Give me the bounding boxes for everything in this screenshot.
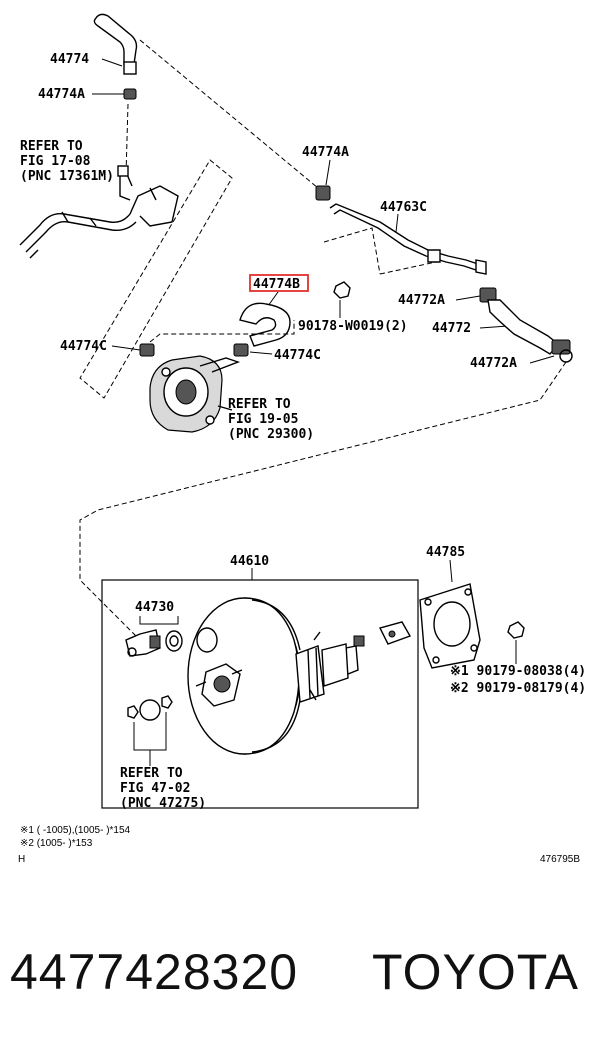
seal-ring[interactable] (127, 695, 173, 721)
refer-1708-line1: REFER TO (20, 139, 83, 154)
label-44774c-left: 44774C (60, 339, 107, 354)
refer-1905-line1: REFER TO (228, 397, 291, 412)
pipe-44763c[interactable] (329, 203, 487, 275)
label-44610: 44610 (230, 554, 269, 569)
parts-diagram: 44774 44774A REFER TO FIG 17-08 (PNC 173… (18, 13, 586, 865)
label-90178: 90178-W0019(2) (298, 319, 408, 334)
clip-44772a-bottom[interactable] (551, 339, 573, 363)
grommet[interactable] (165, 630, 183, 652)
bolt-90178-w0019[interactable] (333, 281, 351, 299)
label-44772a-bottom: 44772A (470, 356, 517, 371)
refer-4702-line1: REFER TO (120, 766, 183, 781)
intake-pipe-assembly[interactable] (19, 165, 179, 259)
part-number: 4477428320 (10, 944, 299, 1000)
clip-44774c-right[interactable] (233, 343, 249, 357)
highlight-44774b (249, 274, 309, 292)
label-44730: 44730 (135, 600, 174, 615)
diagram-id: 476795B (540, 854, 580, 865)
refer-1905-line2: FIG 19-05 (228, 412, 298, 427)
label-bolt-2: ※2 90179-08179(4) (450, 681, 586, 696)
label-44774b[interactable]: 44774B (253, 277, 300, 292)
check-valve-44730[interactable] (125, 629, 161, 657)
booster-assembly-box (101, 579, 419, 809)
corner-mark: H (18, 854, 25, 865)
hose-44774b[interactable] (239, 302, 291, 347)
hose-44774[interactable] (93, 13, 138, 75)
note-1: ※1 ( -1005),(1005- )*154 (20, 825, 131, 836)
brake-booster[interactable] (187, 597, 365, 755)
clip-44774c-left[interactable] (139, 343, 155, 357)
note-2: ※2 (1005- )*153 (20, 838, 93, 849)
label-44774a-top: 44774A (38, 87, 85, 102)
label-44772a-top: 44772A (398, 293, 445, 308)
brand-name: TOYOTA (372, 944, 579, 1000)
label-bolt-1: ※1 90179-08038(4) (450, 664, 586, 679)
refer-1708-line2: FIG 17-08 (20, 154, 91, 169)
gasket-44785[interactable] (419, 583, 481, 669)
clip-44774a-top[interactable] (116, 88, 137, 100)
refer-4702-line3: (PNC 47275) (120, 796, 206, 811)
label-44774a-mid: 44774A (302, 145, 349, 160)
label-44785: 44785 (426, 545, 465, 560)
nut[interactable] (507, 621, 525, 639)
refer-1708-line3: (PNC 17361M) (20, 169, 114, 184)
refer-4702-line2: FIG 47-02 (120, 781, 190, 796)
label-44774: 44774 (50, 52, 89, 67)
clevis[interactable] (378, 621, 412, 645)
refer-1905-line3: (PNC 29300) (228, 427, 314, 442)
vacuum-pump[interactable] (149, 355, 241, 433)
label-44772: 44772 (432, 321, 471, 336)
label-44763c: 44763C (380, 200, 427, 215)
footer: 4477428320 TOYOTA (0, 920, 600, 1030)
clip-44774a-mid[interactable] (315, 185, 331, 201)
label-44774c-right: 44774C (274, 348, 321, 363)
